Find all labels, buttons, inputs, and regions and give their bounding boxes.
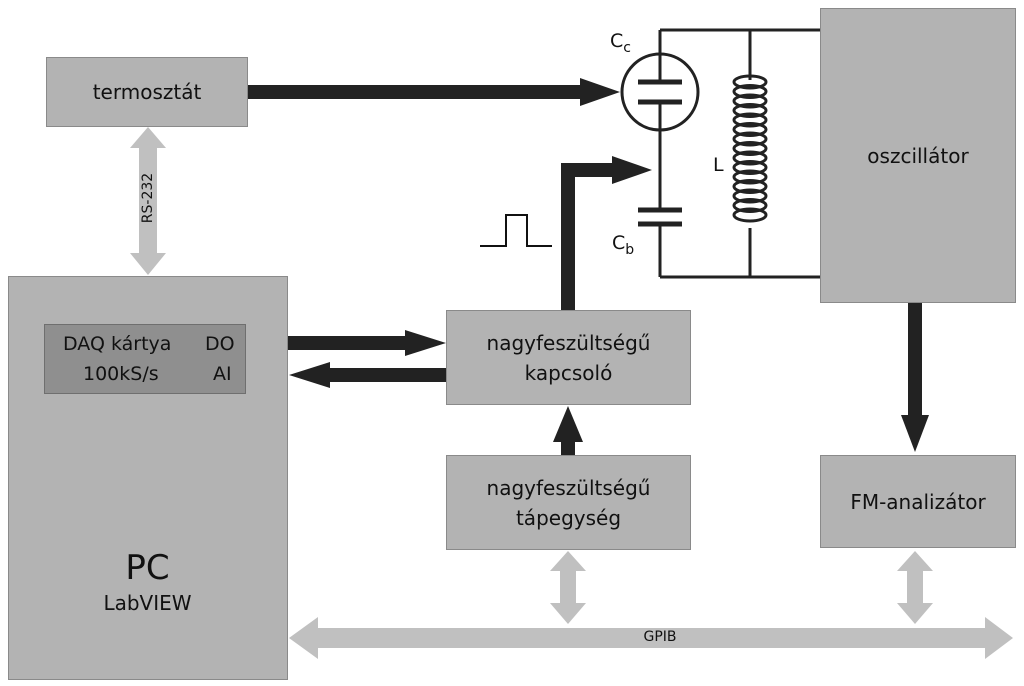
inductor-loop — [732, 169, 768, 185]
inductor-loop — [732, 207, 768, 223]
inductor-loop — [732, 160, 768, 175]
cc-main-letter: C — [610, 30, 624, 52]
daq-to-switch-arrow — [288, 330, 446, 356]
thermostat-block: termosztát — [46, 57, 248, 127]
rs232-label: RS-232 — [140, 172, 156, 224]
switch-to-resonator-arrow — [561, 156, 652, 310]
hv-supply-label-line1: nagyfeszültségű — [486, 475, 651, 500]
resonator-circuit — [658, 28, 820, 279]
gpib-label: GPIB — [643, 629, 677, 645]
inductor-loop — [732, 141, 768, 156]
inductor-label: L — [713, 154, 724, 176]
inductor-loop — [732, 93, 768, 109]
daq-card-name: DAQ kártya — [63, 333, 172, 355]
capacitor-cc-symbol — [620, 52, 700, 132]
fm-analyzer-label: FM-analizátor — [850, 489, 986, 514]
inductor-loop — [732, 198, 768, 213]
inductor-coil-symbol — [732, 74, 768, 223]
thermostat-label: termosztát — [92, 80, 202, 104]
cc-subscript: c — [623, 39, 631, 56]
daq-card: DAQ kártya DO 100kS/s AI — [44, 324, 246, 394]
hv-supply-block: nagyfeszültségű tápegység — [446, 455, 691, 550]
switch-to-daq-arrow — [289, 362, 446, 388]
capacitor-cb-label: Cb — [612, 232, 634, 258]
inductor-loop — [732, 131, 768, 147]
analyzer-gpib-arrow — [897, 551, 933, 624]
pc-subtitle: LabVIEW — [103, 591, 192, 615]
supply-gpib-arrow — [550, 551, 586, 624]
hv-supply-label-line2: tápegység — [515, 505, 622, 530]
inductor-loop — [732, 150, 768, 166]
pc-title: PC — [125, 548, 170, 588]
oscillator-label: oszcillátor — [867, 143, 969, 168]
hv-switch-block: nagyfeszültségű kapcsoló — [446, 310, 691, 405]
inductor-loop — [732, 103, 768, 118]
capacitor-cc-label: Cc — [610, 30, 631, 56]
daq-port-ai: AI — [213, 363, 232, 385]
inductor-loop — [732, 179, 768, 194]
supply-to-switch-arrow — [553, 406, 583, 455]
pulse-symbol — [480, 214, 552, 247]
oscillator-block: oszcillátor — [820, 8, 1016, 303]
rs232-bus-arrow — [130, 127, 166, 275]
inductor-loop — [732, 74, 768, 90]
hv-switch-label-line1: nagyfeszültségű — [486, 330, 651, 355]
inductor-loop — [732, 188, 768, 204]
cb-subscript: b — [625, 241, 635, 258]
gpib-bus-arrow — [289, 617, 1013, 659]
cb-main-letter: C — [612, 232, 626, 254]
inductor-loop — [732, 122, 768, 137]
thermostat-to-capacitor-arrow — [248, 78, 620, 106]
inductor-loop — [732, 112, 768, 128]
oscillator-to-analyzer-arrow — [901, 303, 929, 452]
inductor-loop — [732, 84, 768, 99]
daq-sample-rate: 100kS/s — [83, 363, 159, 385]
hv-switch-label-line2: kapcsoló — [524, 360, 613, 385]
fm-analyzer-block: FM-analizátor — [820, 455, 1016, 548]
daq-port-do: DO — [205, 333, 235, 355]
capacitor-cb-symbol — [638, 207, 682, 227]
